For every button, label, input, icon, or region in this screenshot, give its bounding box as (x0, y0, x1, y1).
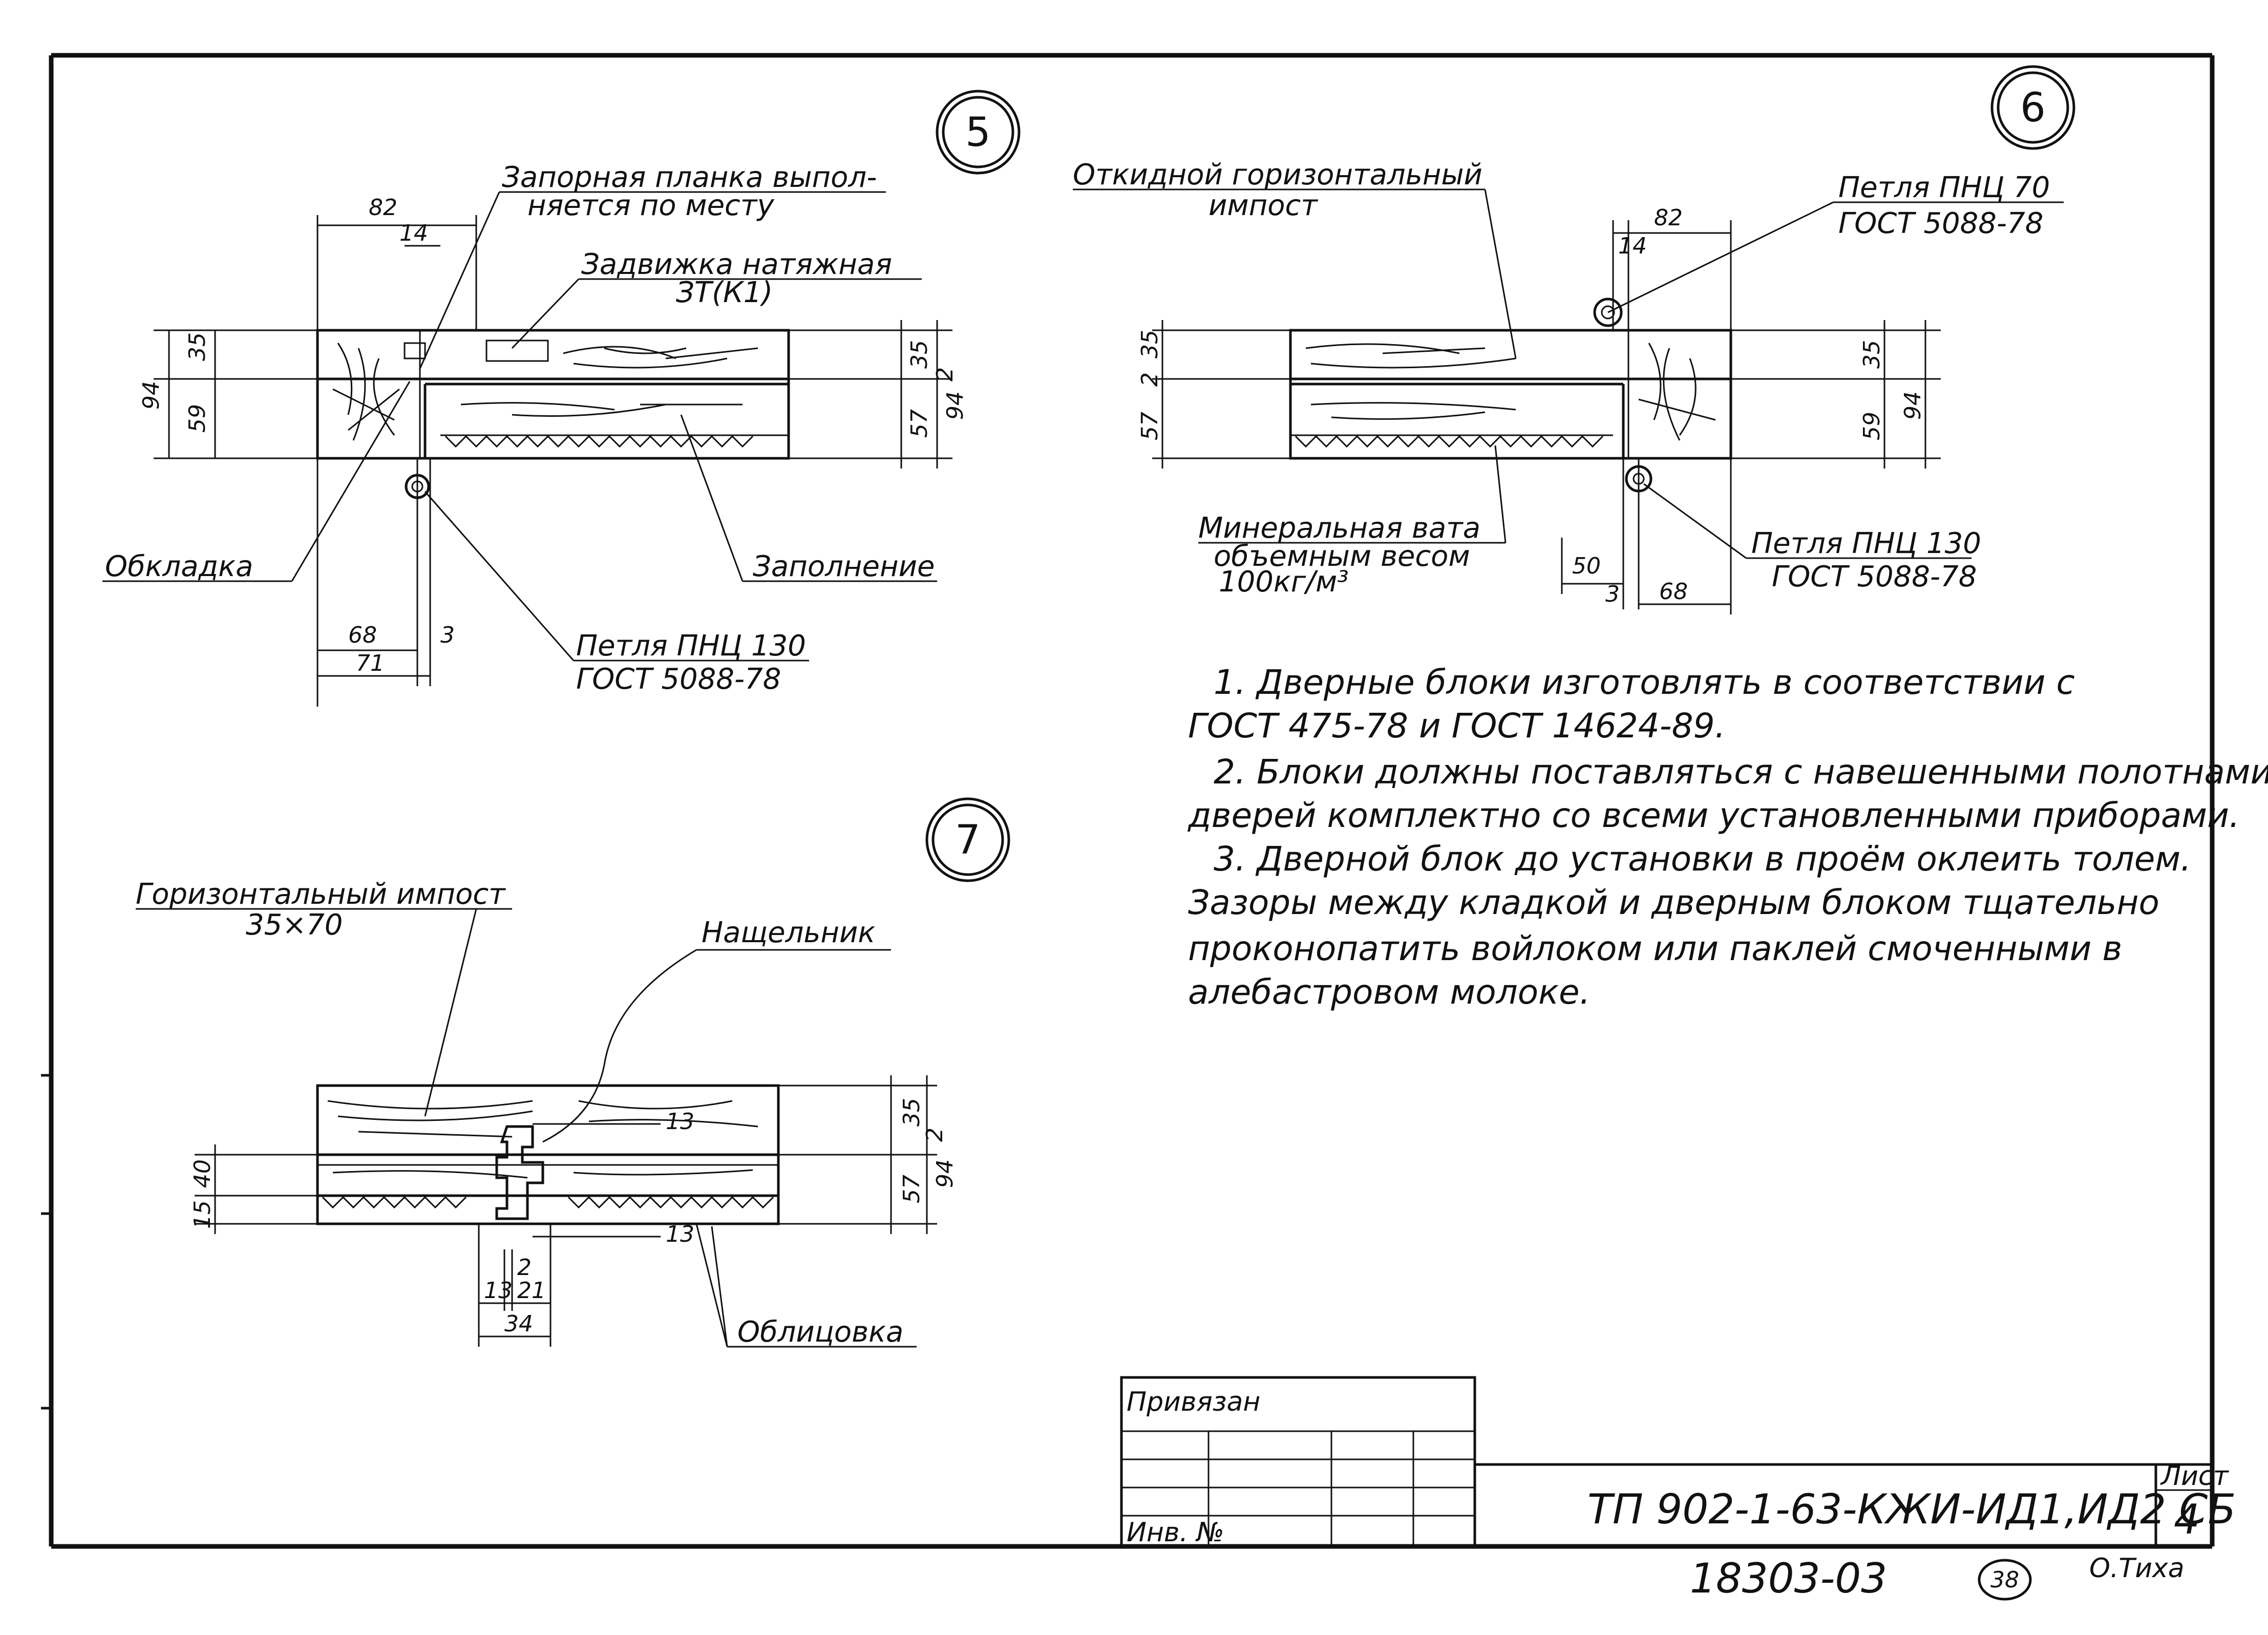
svg-text:2: 2 (517, 1255, 532, 1281)
svg-text:35: 35 (1137, 330, 1163, 358)
detail-6: 6 82 14 35 2 57 (1073, 65, 2075, 614)
zapornaya-label-2: няется по месту (527, 189, 774, 222)
svg-text:14: 14 (399, 220, 428, 246)
drawing-code: ТП 902-1-63-КЖИ-ИД1,ИД2 СБ (1587, 1485, 2236, 1533)
mineral-label-3: 100кг/м³ (1219, 565, 1349, 599)
svg-text:94: 94 (932, 1159, 958, 1188)
detail-5-wood-grain (332, 343, 758, 441)
impost-label-1: Горизонтальный импост (136, 878, 506, 911)
detail-7: 7 40 15 35 2 57 94 13 13 (136, 797, 1010, 1349)
svg-text:13: 13 (666, 1221, 694, 1247)
svg-text:13: 13 (666, 1109, 694, 1135)
svg-text:21: 21 (517, 1278, 546, 1304)
svg-text:35: 35 (899, 1098, 925, 1127)
detail-5-number: 5 (965, 110, 991, 156)
note-1-line-2: ГОСТ 475-78 и ГОСТ 14624-89. (1188, 706, 1726, 746)
detail-7-insulation (322, 1196, 774, 1209)
sheet-number: 4 (2174, 1496, 2200, 1543)
inv-no-label: Инв. № (1127, 1517, 1224, 1548)
privyazan-label: Привязан (1127, 1387, 1260, 1417)
petlya-70-label-2: ГОСТ 5088-78 (1838, 207, 2043, 240)
detail-5: 5 82 14 (102, 90, 1021, 707)
zadvizhka-label-2: ЗТ(К1) (676, 276, 773, 309)
svg-text:82: 82 (369, 195, 397, 221)
detail-6-wood-grain (1305, 343, 1716, 441)
svg-text:57: 57 (899, 1175, 925, 1203)
svg-text:3: 3 (440, 622, 455, 648)
detail-6-callout (1990, 65, 2075, 150)
detail-5-insulation (444, 435, 754, 448)
footer: 18303-03 38 О.Тиха (1690, 1553, 2185, 1602)
note-2-line-1: 2. Блоки должны поставляться с навешенны… (1214, 752, 2268, 792)
detail-6-insulation (1295, 435, 1604, 448)
title-block: Привязан Инв. № ТП 902-1-63-КЖИ-ИД1,ИД2 … (1120, 1376, 2236, 1548)
petlya-130-d6-label-2: ГОСТ 5088-78 (1772, 560, 1977, 593)
oblitsovka-label: Облицовка (737, 1315, 903, 1349)
detail-6-number: 6 (2020, 85, 2046, 131)
petlya-70-label-1: Петля ПНЦ 70 (1838, 171, 2050, 204)
svg-text:35: 35 (906, 340, 932, 369)
svg-text:71: 71 (356, 650, 385, 676)
zadvizhka-label-1: Задвижка натяжная (581, 248, 892, 281)
note-3-line-2: Зазоры между кладкой и дверным блоком тщ… (1188, 883, 2159, 922)
otkidnoy-label-1: Откидной горизонтальный (1073, 158, 1482, 192)
note-3-line-1: 3. Дверной блок до установки в проём окл… (1214, 839, 2191, 879)
svg-text:94: 94 (138, 381, 164, 410)
detail-6-hinge-top (1593, 298, 1623, 327)
zapolnenie-label: Заполнение (753, 550, 935, 583)
svg-text:82: 82 (1654, 205, 1683, 231)
svg-text:50: 50 (1572, 553, 1601, 579)
nashchelnik-profile (495, 1125, 544, 1220)
note-2-line-2: дверей комплектно со всеми установленным… (1188, 796, 2240, 835)
otkidnoy-label-2: импост (1209, 189, 1318, 222)
svg-text:15: 15 (189, 1200, 216, 1229)
svg-text:2: 2 (1137, 372, 1163, 387)
obkladka-label: Обкладка (105, 550, 253, 583)
sheet-label: Лист (2160, 1461, 2229, 1492)
mineral-label-2: объемным весом (1214, 540, 1470, 573)
svg-text:68: 68 (348, 622, 377, 648)
impost-label-2: 35×70 (246, 908, 343, 942)
svg-text:3: 3 (1605, 581, 1620, 607)
detail-7-number: 7 (955, 817, 981, 863)
note-3-line-4: алебастровом молоке. (1188, 972, 1591, 1012)
svg-text:2: 2 (922, 1128, 948, 1142)
svg-text:2: 2 (932, 367, 958, 381)
svg-text:94: 94 (942, 391, 968, 420)
detail-5-callout (936, 90, 1021, 175)
detail-7-callout (925, 797, 1010, 882)
zapornaya-label-1: Запорная планка выпол- (502, 161, 877, 194)
svg-text:68: 68 (1659, 579, 1688, 605)
petlya-130-label-2: ГОСТ 5088-78 (576, 663, 781, 696)
svg-text:57: 57 (1137, 412, 1163, 440)
signature: О.Тиха (2089, 1553, 2185, 1584)
petlya-130-label-1: Петля ПНЦ 130 (576, 629, 806, 663)
note-3-line-3: проконопатить войлоком или паклей смочен… (1188, 929, 2122, 968)
svg-text:57: 57 (906, 409, 932, 438)
svg-text:35: 35 (184, 332, 210, 361)
svg-text:13: 13 (484, 1278, 513, 1304)
note-1-line-1: 1. Дверные блоки изготовлять в соответст… (1214, 663, 2075, 702)
svg-text:14: 14 (1618, 233, 1647, 259)
stamp-number: 38 (1990, 1567, 2019, 1593)
svg-text:59: 59 (184, 404, 210, 433)
notes: 1. Дверные блоки изготовлять в соответст… (1188, 663, 2268, 1012)
svg-text:35: 35 (1859, 340, 1885, 369)
svg-text:34: 34 (504, 1311, 533, 1337)
detail-5-latch (485, 339, 549, 362)
svg-text:59: 59 (1859, 412, 1885, 440)
stamp-oval (1978, 1559, 2032, 1601)
svg-text:40: 40 (189, 1159, 216, 1188)
mineral-label-1: Минеральная вата (1198, 512, 1480, 545)
nashchelnik-label: Нащельник (702, 916, 875, 949)
binding-table (1120, 1376, 1476, 1548)
detail-5-section (316, 329, 790, 460)
detail-7-wood-grain (327, 1100, 758, 1179)
archive-number: 18303-03 (1690, 1555, 1887, 1602)
petlya-130-d6-label-1: Петля ПНЦ 130 (1751, 527, 1981, 560)
svg-text:94: 94 (1900, 391, 1926, 420)
